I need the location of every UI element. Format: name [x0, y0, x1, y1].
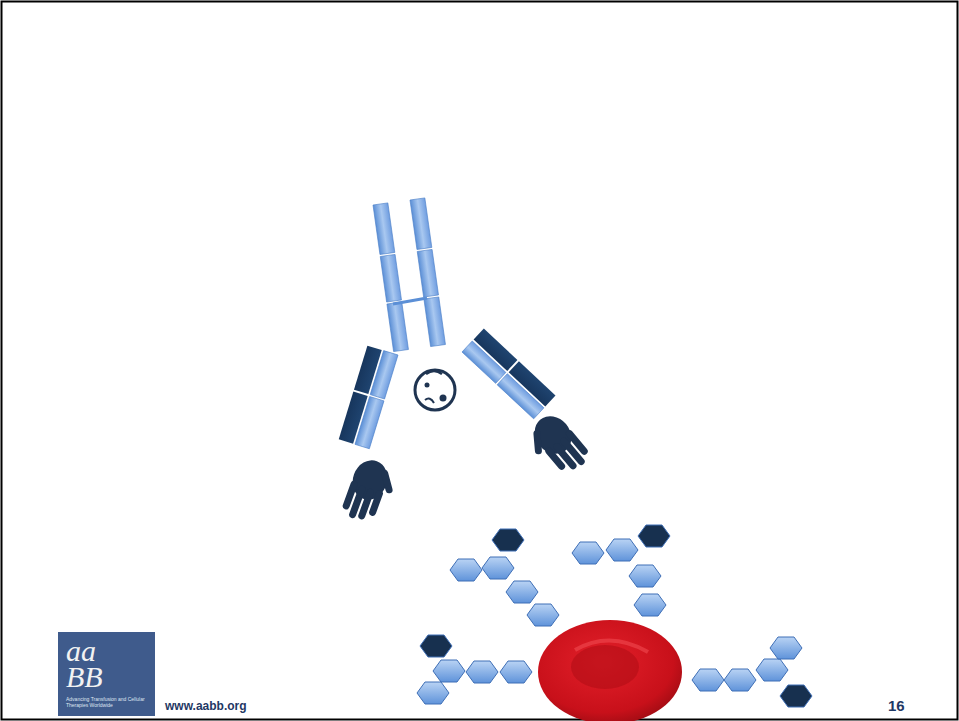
hand	[340, 455, 402, 528]
slide-number: 16	[888, 697, 905, 714]
heavy-chain	[373, 203, 408, 352]
left-arm	[339, 346, 398, 449]
logo-tagline: Advancing Transfusion and Cellular Thera…	[66, 696, 148, 708]
right-arm	[462, 329, 555, 419]
logo-box: aa BB Advancing Transfusion and Cellular …	[58, 632, 155, 716]
url-text: www.aabb.org	[165, 699, 247, 713]
logo-mark: aa BB	[66, 638, 110, 690]
antigen-chain	[417, 539, 802, 721]
red-blood-cell	[417, 525, 812, 721]
disulfide-bond	[393, 298, 427, 304]
sad-face	[415, 370, 455, 410]
hand	[520, 409, 593, 484]
antibody	[339, 198, 593, 529]
heavy-chain	[410, 198, 445, 347]
antigen-terminal	[420, 525, 812, 707]
